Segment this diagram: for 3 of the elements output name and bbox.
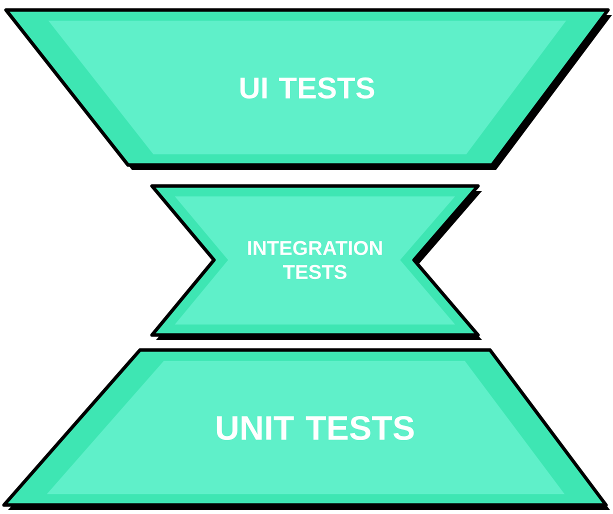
test-layer-band: UNIT TESTS bbox=[2, 348, 610, 510]
test-layer-band: UI TESTS bbox=[4, 8, 612, 170]
test-layer-band: INTEGRATION TESTS bbox=[150, 184, 482, 340]
